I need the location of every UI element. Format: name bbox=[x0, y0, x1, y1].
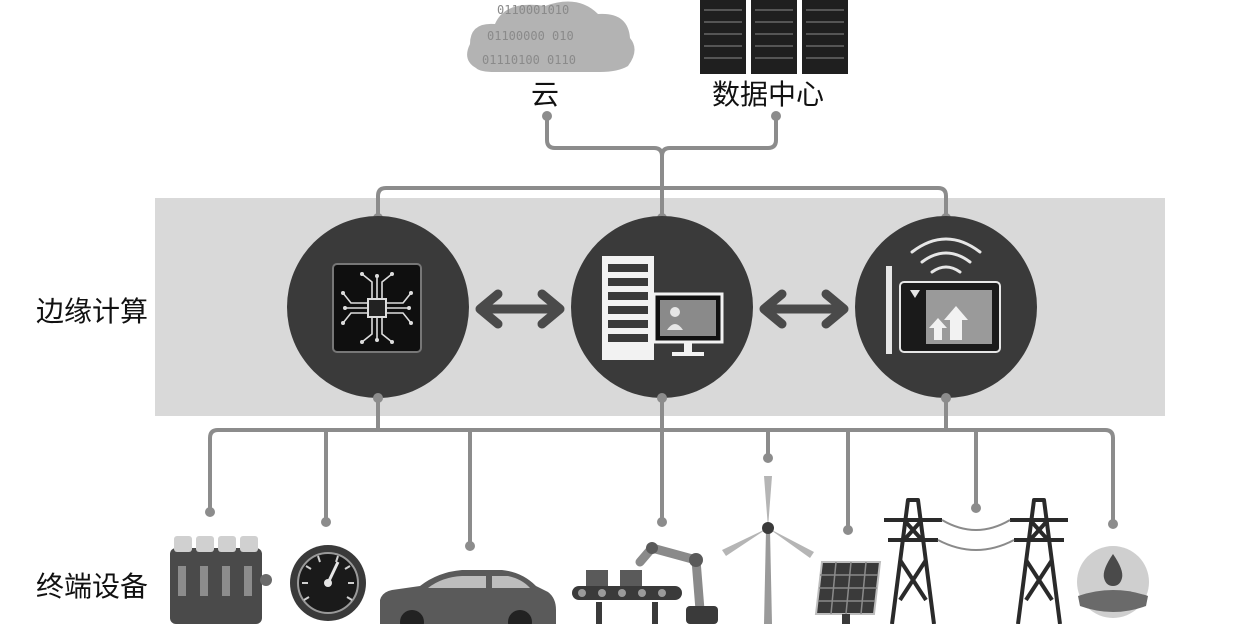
robot-arm-conveyor-icon bbox=[572, 542, 718, 624]
terminal-devices-label: 终端设备 bbox=[36, 570, 149, 603]
double-arrow-icon bbox=[759, 289, 849, 329]
battery-pack-icon bbox=[170, 536, 272, 624]
wind-turbine-icon bbox=[722, 476, 814, 624]
edge-node-chip bbox=[287, 216, 469, 398]
cloud-binary-line: 01110100 0110 bbox=[482, 53, 576, 67]
double-arrow-icon bbox=[475, 289, 565, 329]
edge-computing-label: 边缘计算 bbox=[36, 295, 149, 328]
microchip-icon bbox=[332, 263, 422, 353]
top-connector-lines bbox=[376, 116, 948, 218]
connector-dots bbox=[205, 393, 1118, 551]
car-icon bbox=[380, 570, 556, 624]
power-lines bbox=[937, 519, 1015, 551]
solar-panel-icon bbox=[814, 561, 882, 624]
edge-node-gateway bbox=[855, 216, 1037, 398]
cloud-label: 云 bbox=[531, 78, 560, 111]
edge-node-server bbox=[571, 216, 753, 398]
cloud-binary-line: 0110001010 bbox=[497, 3, 569, 17]
server-rack-icon bbox=[700, 0, 848, 74]
power-transmission-tower-icon bbox=[884, 498, 1068, 624]
server-and-monitor-icon bbox=[602, 256, 724, 360]
data-center-label: 数据中心 bbox=[712, 78, 825, 111]
bottom-connector-lines bbox=[208, 398, 1115, 546]
water-drop-icon bbox=[1077, 546, 1149, 618]
cloud-icon: 0110001010 01100000 010 01110100 0110 bbox=[467, 1, 635, 72]
gauge-meter-icon bbox=[290, 545, 366, 621]
cloud-binary-line: 01100000 010 bbox=[487, 29, 574, 43]
wireless-gateway-icon bbox=[886, 237, 1001, 354]
